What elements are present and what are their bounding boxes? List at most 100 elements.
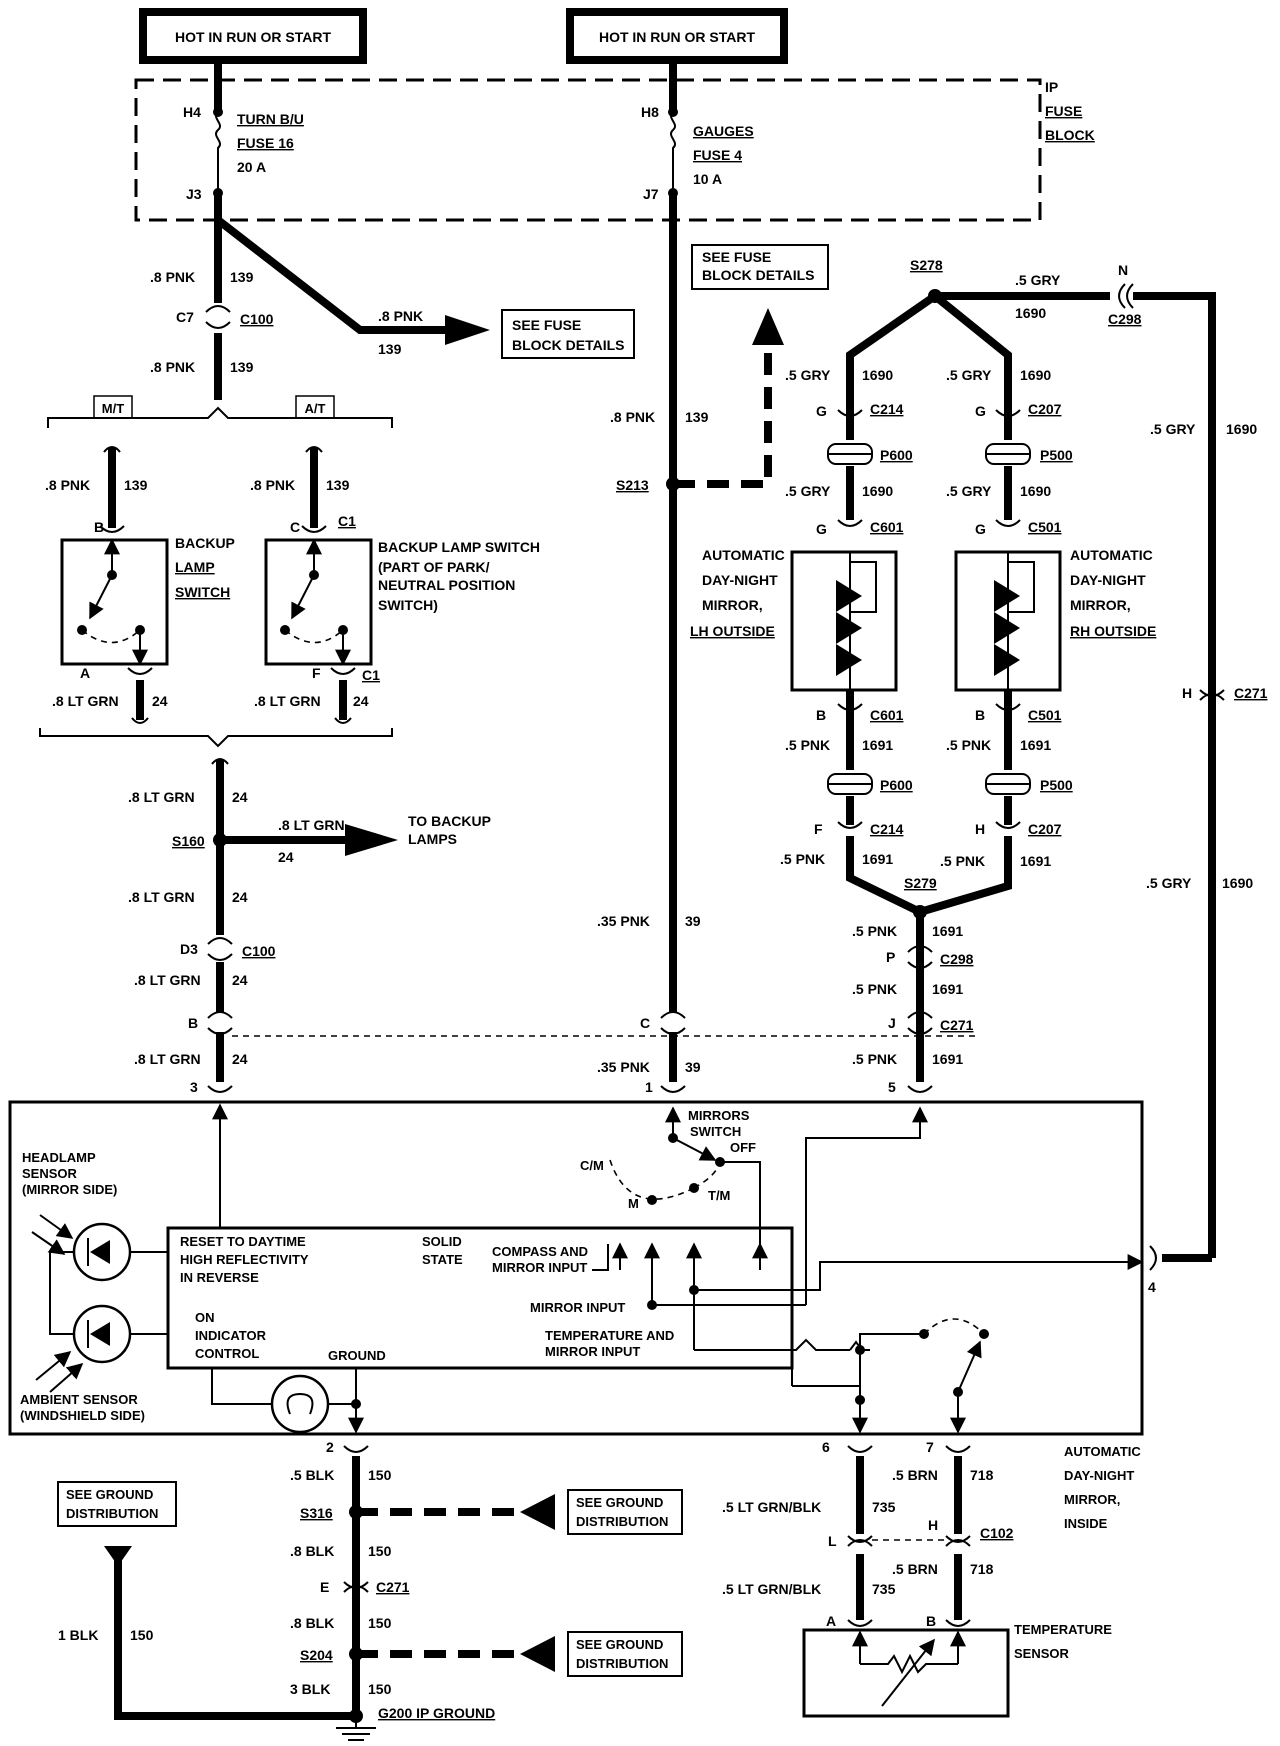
- svg-text:139: 139: [685, 409, 709, 425]
- ground-dist-ref-1: SEE GROUND DISTRIBUTION: [567, 1489, 683, 1535]
- svg-text:.5 PNK: .5 PNK: [780, 851, 825, 867]
- svg-text:139: 139: [326, 477, 350, 493]
- svg-text:A/T: A/T: [305, 401, 326, 416]
- svg-text:H4: H4: [183, 104, 201, 120]
- svg-text:4: 4: [1148, 1279, 1156, 1295]
- svg-text:S213: S213: [616, 477, 649, 493]
- svg-text:G: G: [816, 521, 827, 537]
- svg-text:C1: C1: [362, 667, 380, 683]
- svg-text:MIRROR,: MIRROR,: [1064, 1492, 1120, 1507]
- p500-passthrough-bottom: [985, 773, 1031, 795]
- svg-text:735: 735: [872, 1581, 896, 1597]
- svg-text:LH OUTSIDE: LH OUTSIDE: [690, 623, 775, 639]
- p600-passthrough-bottom: [827, 773, 873, 795]
- svg-text:.8 BLK: .8 BLK: [290, 1615, 334, 1631]
- svg-text:S316: S316: [300, 1505, 333, 1521]
- svg-text:N: N: [1118, 262, 1128, 278]
- svg-text:DAY-NIGHT: DAY-NIGHT: [1064, 1468, 1134, 1483]
- p500-passthrough-top: [985, 443, 1031, 465]
- svg-text:C100: C100: [242, 943, 276, 959]
- svg-text:.5 BLK: .5 BLK: [290, 1467, 334, 1483]
- backup-lamp-switch-mt: BACKUP LAMP SWITCH: [60, 535, 235, 666]
- svg-text:P500: P500: [1040, 777, 1073, 793]
- svg-text:24: 24: [152, 693, 168, 709]
- svg-text:G: G: [975, 521, 986, 537]
- svg-text:FUSE: FUSE: [1045, 103, 1082, 119]
- svg-text:1: 1: [645, 1079, 653, 1095]
- svg-text:AUTOMATIC: AUTOMATIC: [1070, 547, 1153, 563]
- svg-text:SWITCH: SWITCH: [690, 1124, 741, 1139]
- svg-text:S160: S160: [172, 833, 205, 849]
- rh-outside-mirror: AUTOMATIC DAY-NIGHT MIRROR, RH OUTSIDE: [954, 547, 1156, 692]
- svg-text:150: 150: [368, 1467, 392, 1483]
- headlamp-sensor-icon: [31, 1214, 132, 1282]
- svg-text:HOT IN RUN OR START: HOT IN RUN OR START: [599, 29, 756, 45]
- svg-text:24: 24: [232, 889, 248, 905]
- svg-text:B: B: [94, 519, 104, 535]
- svg-text:C207: C207: [1028, 821, 1062, 837]
- svg-text:INSIDE: INSIDE: [1064, 1516, 1108, 1531]
- svg-text:LAMPS: LAMPS: [408, 831, 457, 847]
- svg-text:.8 LT GRN: .8 LT GRN: [128, 789, 195, 805]
- svg-text:.8 PNK: .8 PNK: [150, 269, 195, 285]
- svg-text:24: 24: [353, 693, 369, 709]
- power-source-left: HOT IN RUN OR START: [139, 8, 367, 64]
- svg-text:139: 139: [378, 341, 402, 357]
- svg-text:C214: C214: [870, 821, 904, 837]
- svg-text:20 A: 20 A: [237, 159, 266, 175]
- svg-text:.8 LT GRN: .8 LT GRN: [128, 889, 195, 905]
- svg-text:1 BLK: 1 BLK: [58, 1627, 98, 1643]
- svg-text:J7: J7: [643, 186, 659, 202]
- svg-text:RESET TO DAYTIME: RESET TO DAYTIME: [180, 1234, 306, 1249]
- temperature-sensor: TEMPERATURE SENSOR: [802, 1622, 1112, 1718]
- svg-text:.8 LT GRN: .8 LT GRN: [254, 693, 321, 709]
- svg-text:.35 PNK: .35 PNK: [597, 1059, 650, 1075]
- svg-text:C1: C1: [338, 513, 356, 529]
- svg-text:MIRROR,: MIRROR,: [702, 597, 763, 613]
- svg-text:MIRROR INPUT: MIRROR INPUT: [545, 1344, 640, 1359]
- svg-text:1691: 1691: [1020, 853, 1051, 869]
- svg-text:J: J: [888, 1015, 896, 1031]
- svg-text:DISTRIBUTION: DISTRIBUTION: [576, 1656, 668, 1671]
- svg-text:C207: C207: [1028, 401, 1062, 417]
- svg-text:2: 2: [326, 1439, 334, 1455]
- svg-text:NEUTRAL POSITION: NEUTRAL POSITION: [378, 577, 515, 593]
- svg-text:735: 735: [872, 1499, 896, 1515]
- p600-passthrough-top: [827, 443, 873, 465]
- svg-text:1691: 1691: [862, 737, 893, 753]
- svg-text:1691: 1691: [932, 1051, 963, 1067]
- svg-text:LAMP: LAMP: [175, 559, 215, 575]
- svg-text:SENSOR: SENSOR: [1014, 1646, 1070, 1661]
- svg-text:H: H: [928, 1517, 938, 1533]
- svg-text:.5 PNK: .5 PNK: [940, 853, 985, 869]
- svg-text:BACKUP: BACKUP: [175, 535, 235, 551]
- svg-text:(PART OF PARK/: (PART OF PARK/: [378, 559, 490, 575]
- svg-text:C100: C100: [240, 311, 274, 327]
- svg-text:IP: IP: [1045, 79, 1058, 95]
- svg-text:.8 LT GRN: .8 LT GRN: [52, 693, 119, 709]
- svg-text:C/M: C/M: [580, 1158, 604, 1173]
- svg-text:.8 PNK: .8 PNK: [610, 409, 655, 425]
- svg-text:P: P: [886, 949, 895, 965]
- svg-text:AUTOMATIC: AUTOMATIC: [702, 547, 785, 563]
- svg-text:GROUND: GROUND: [328, 1348, 386, 1363]
- svg-text:C501: C501: [1028, 707, 1062, 723]
- svg-text:F: F: [312, 665, 321, 681]
- svg-text:139: 139: [230, 359, 254, 375]
- svg-text:OFF: OFF: [730, 1140, 756, 1155]
- svg-text:P600: P600: [880, 777, 913, 793]
- svg-text:C271: C271: [940, 1017, 974, 1033]
- svg-text:E: E: [320, 1579, 329, 1595]
- svg-text:L: L: [828, 1533, 837, 1549]
- svg-text:M/T: M/T: [102, 401, 124, 416]
- svg-text:5: 5: [888, 1079, 896, 1095]
- svg-text:.8 LT GRN: .8 LT GRN: [134, 972, 201, 988]
- svg-text:.5 PNK: .5 PNK: [946, 737, 991, 753]
- svg-text:.5 GRY: .5 GRY: [1015, 272, 1061, 288]
- svg-text:1690: 1690: [1020, 367, 1051, 383]
- svg-text:1691: 1691: [932, 981, 963, 997]
- svg-text:SEE FUSE: SEE FUSE: [702, 249, 771, 265]
- svg-text:HEADLAMP: HEADLAMP: [22, 1150, 96, 1165]
- svg-text:H8: H8: [641, 104, 659, 120]
- svg-text:S278: S278: [910, 257, 943, 273]
